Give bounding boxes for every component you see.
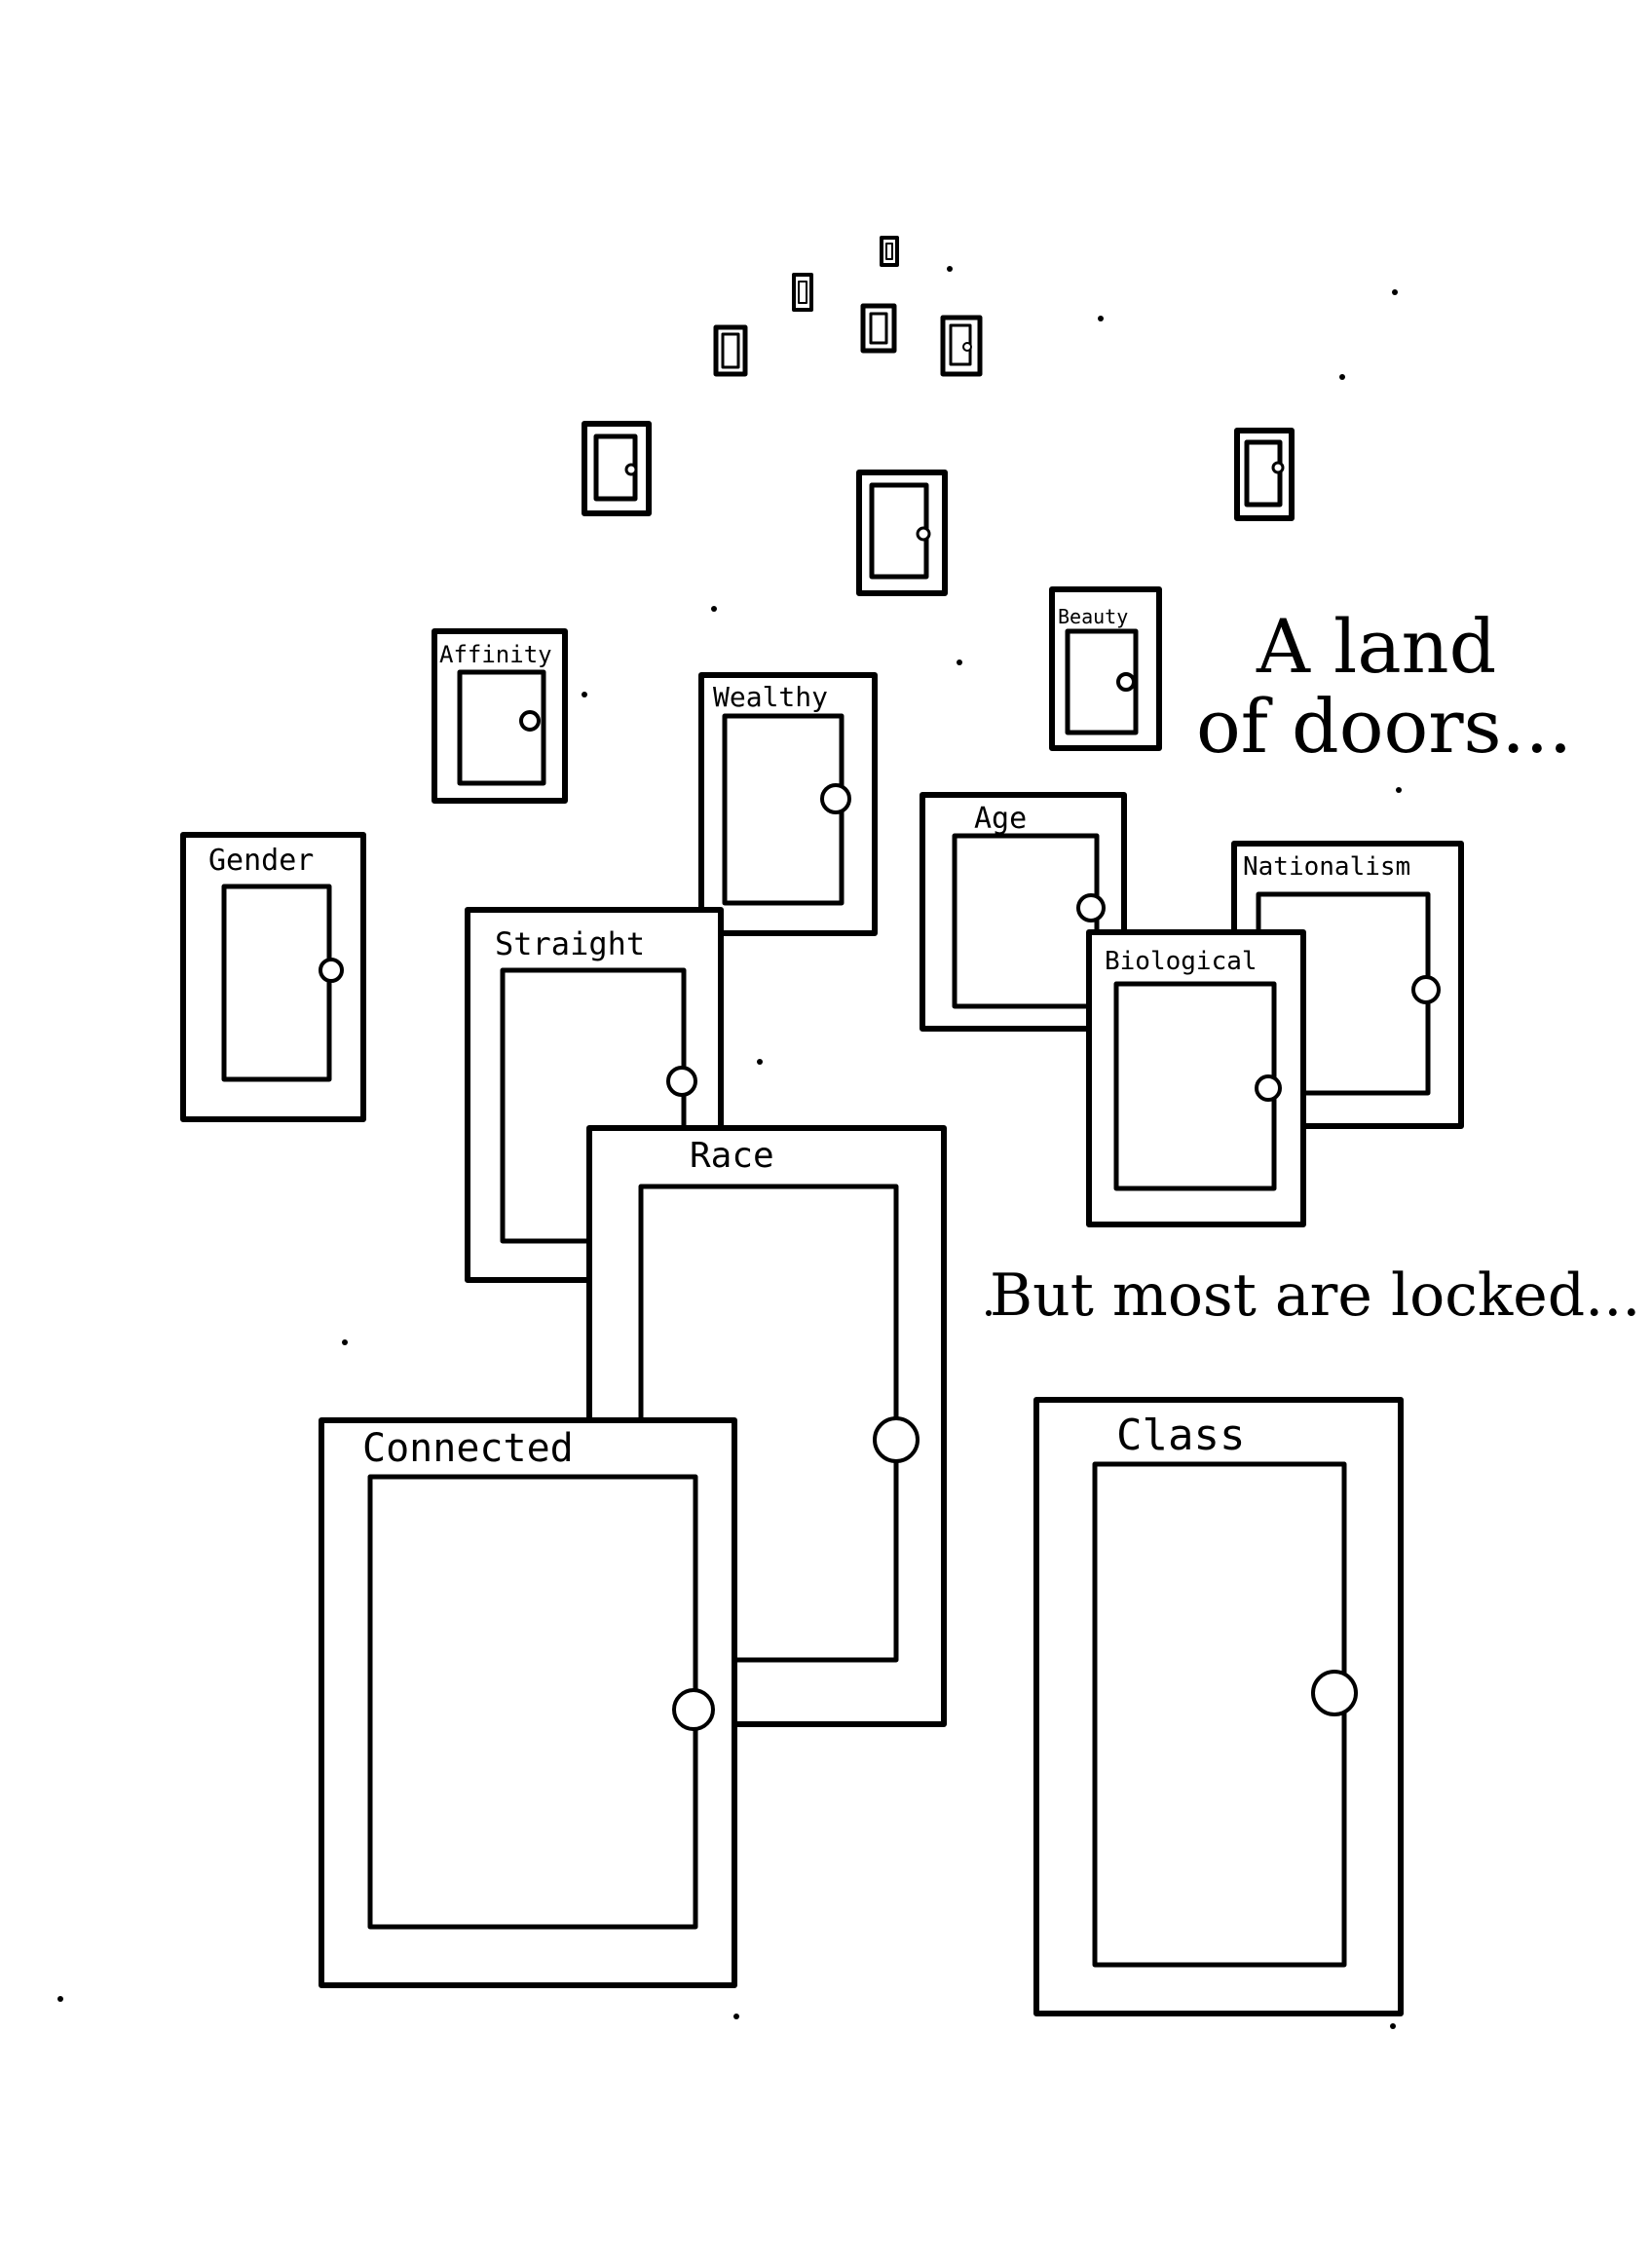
door-label-beauty: Beauty (1058, 605, 1128, 628)
door-label-gender: Gender (208, 844, 314, 878)
door-label-connected: Connected (362, 1426, 574, 1471)
door-small-left[interactable] (582, 421, 652, 516)
door-wealthy[interactable]: Wealthy (698, 672, 878, 936)
door-tiny-mid-left[interactable] (713, 324, 748, 377)
door-label-straight: Straight (495, 925, 645, 962)
door-small-right[interactable] (1234, 428, 1295, 521)
door-label-race: Race (690, 1136, 774, 1176)
door-label-affinity: Affinity (439, 641, 552, 668)
door-label-nationalism: Nationalism (1243, 852, 1410, 882)
door-tiny-left[interactable] (792, 273, 813, 312)
door-biological[interactable]: Biological (1086, 929, 1306, 1227)
caption-line-3: But most are locked... (990, 1261, 1640, 1330)
door-tiny-top[interactable] (880, 236, 899, 267)
door-tiny-center[interactable] (860, 303, 897, 354)
door-class[interactable]: Class (1033, 1397, 1404, 2016)
caption-line-1: A land (1256, 603, 1496, 690)
door-small-center[interactable] (856, 470, 948, 596)
door-gender[interactable]: Gender (180, 832, 366, 1122)
ink-specks (57, 266, 1402, 2029)
door-affinity[interactable]: Affinity (432, 628, 568, 804)
door-label-age: Age (974, 802, 1027, 836)
door-label-wealthy: Wealthy (713, 681, 828, 713)
door-age[interactable]: Age (920, 792, 1127, 1032)
door-beauty[interactable]: Beauty (1049, 586, 1162, 751)
door-tiny-mid-right[interactable] (940, 315, 983, 377)
caption-line-2: of doors... (1196, 683, 1572, 770)
door-connected[interactable]: Connected (319, 1417, 737, 1988)
door-label-biological: Biological (1105, 947, 1258, 976)
door-label-class: Class (1116, 1411, 1245, 1460)
